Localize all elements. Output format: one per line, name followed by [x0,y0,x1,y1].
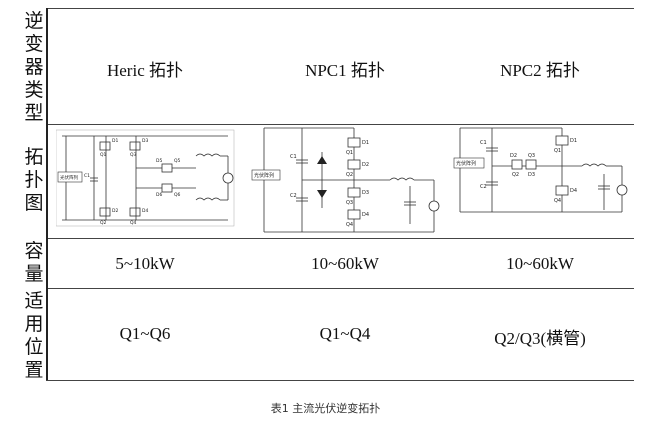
type-npc1: NPC1 拓扑 [305,61,385,80]
npc2-d1-label: D1 [570,138,577,144]
table-bottom-border [46,380,634,381]
npc2-q2-label: Q2 [512,172,519,178]
heric-d1-label: D1 [112,138,118,144]
npc1-q1-label: Q1 [346,150,353,156]
row-header-type: 逆 变 器 类 型 [24,10,44,124]
npc2-q1-label: Q1 [554,148,561,154]
row-header-capacity: 容 量 [24,240,44,285]
position-heric: Q1~Q6 [119,324,171,343]
npc1-d2-label: D2 [362,162,369,168]
npc2-d3-label: D3 [528,172,535,178]
row-divider [46,288,634,289]
header-column-divider [46,8,48,380]
npc2-topology-diagram: 光伏阵列 C1 C2 Q1 D1 D2 Q2 Q3 D3 Q4 D4 [453,127,628,213]
heric-q2-label: Q2 [100,220,107,226]
heric-q3-label: Q3 [130,152,137,158]
npc2-c1-label: C1 [480,140,487,146]
heric-topology-diagram: 光伏阵列 C1 Q1 D1 Q3 D3 D5 Q5 D6 Q6 Q2 D2 Q4… [56,129,235,227]
row-divider [46,124,634,125]
capacity-npc2: 10~60kW [506,254,574,273]
type-npc2: NPC2 拓扑 [500,61,580,80]
npc1-c2-label: C2 [290,193,297,199]
heric-q1-label: Q1 [100,152,107,158]
heric-q5-label: Q5 [174,158,181,164]
heric-source-label: 光伏阵列 [60,174,78,181]
position-npc1: Q1~Q4 [319,324,371,343]
npc1-topology-diagram: 光伏阵列 C1 C2 Q1 D1 Q2 D2 Q3 D3 Q4 D4 [251,127,440,233]
npc2-q4-label: Q4 [554,198,561,204]
heric-d4-label: D4 [142,208,148,214]
heric-q4-label: Q4 [130,220,137,226]
heric-d2-label: D2 [112,208,118,214]
row-header-topology: 拓 扑 图 [24,146,44,214]
capacity-heric: 5~10kW [115,254,175,273]
heric-d3-label: D3 [142,138,148,144]
npc2-q3-label: Q3 [528,153,535,159]
capacity-npc1: 10~60kW [311,254,379,273]
row-divider [46,238,634,239]
npc1-d1-label: D1 [362,140,369,146]
type-heric: Heric 拓扑 [106,61,183,80]
npc1-q2-label: Q2 [346,172,353,178]
position-npc2: Q2/Q3(横管) [494,329,586,348]
heric-d5-label: D5 [156,158,162,164]
heric-d6-label: D6 [156,192,162,198]
table-top-border [46,8,634,9]
heric-cap-label: C1 [84,173,90,179]
npc2-source-label: 光伏阵列 [456,160,476,167]
npc1-d4-label: D4 [362,212,369,218]
row-header-position: 适 用 位 置 [24,290,44,381]
npc2-c2-label: C2 [480,184,487,190]
table-caption: 表1 主流光伏逆变拓扑 [270,402,381,415]
npc1-q3-label: Q3 [346,200,353,206]
heric-q6-label: Q6 [174,192,181,198]
npc1-q4-label: Q4 [346,222,353,228]
npc1-source-label: 光伏阵列 [254,172,274,179]
npc2-d2-label: D2 [510,153,517,159]
npc1-d3-label: D3 [362,190,369,196]
npc2-d4-label: D4 [570,188,577,194]
npc1-c1-label: C1 [290,154,297,160]
